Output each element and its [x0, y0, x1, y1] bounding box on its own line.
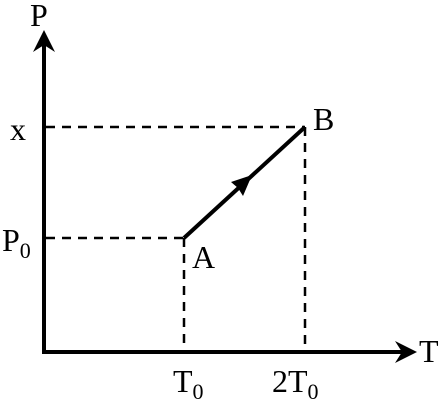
x-tick-2t0-sub: 0 [308, 379, 319, 402]
y-axis-arrowhead [33, 30, 55, 52]
y-tick-x: x [10, 111, 26, 147]
x-tick-2t0-base: 2T [272, 363, 308, 399]
x-axis-label: T [419, 333, 439, 369]
y-tick-p0-base: P [2, 222, 20, 258]
x-axis-arrowhead [395, 341, 417, 363]
direction-arrowhead [231, 175, 252, 196]
x-tick-t0: T0 [173, 363, 204, 402]
point-b-label: B [313, 101, 334, 137]
x-tick-t0-base: T [173, 363, 193, 399]
x-tick-2t0: 2T0 [272, 363, 319, 402]
x-tick-t0-sub: 0 [193, 379, 204, 402]
point-a-label: A [192, 239, 215, 275]
y-axis-label: P [30, 0, 48, 33]
y-tick-p0-sub: 0 [20, 238, 31, 263]
y-tick-p0: P0 [2, 222, 31, 263]
